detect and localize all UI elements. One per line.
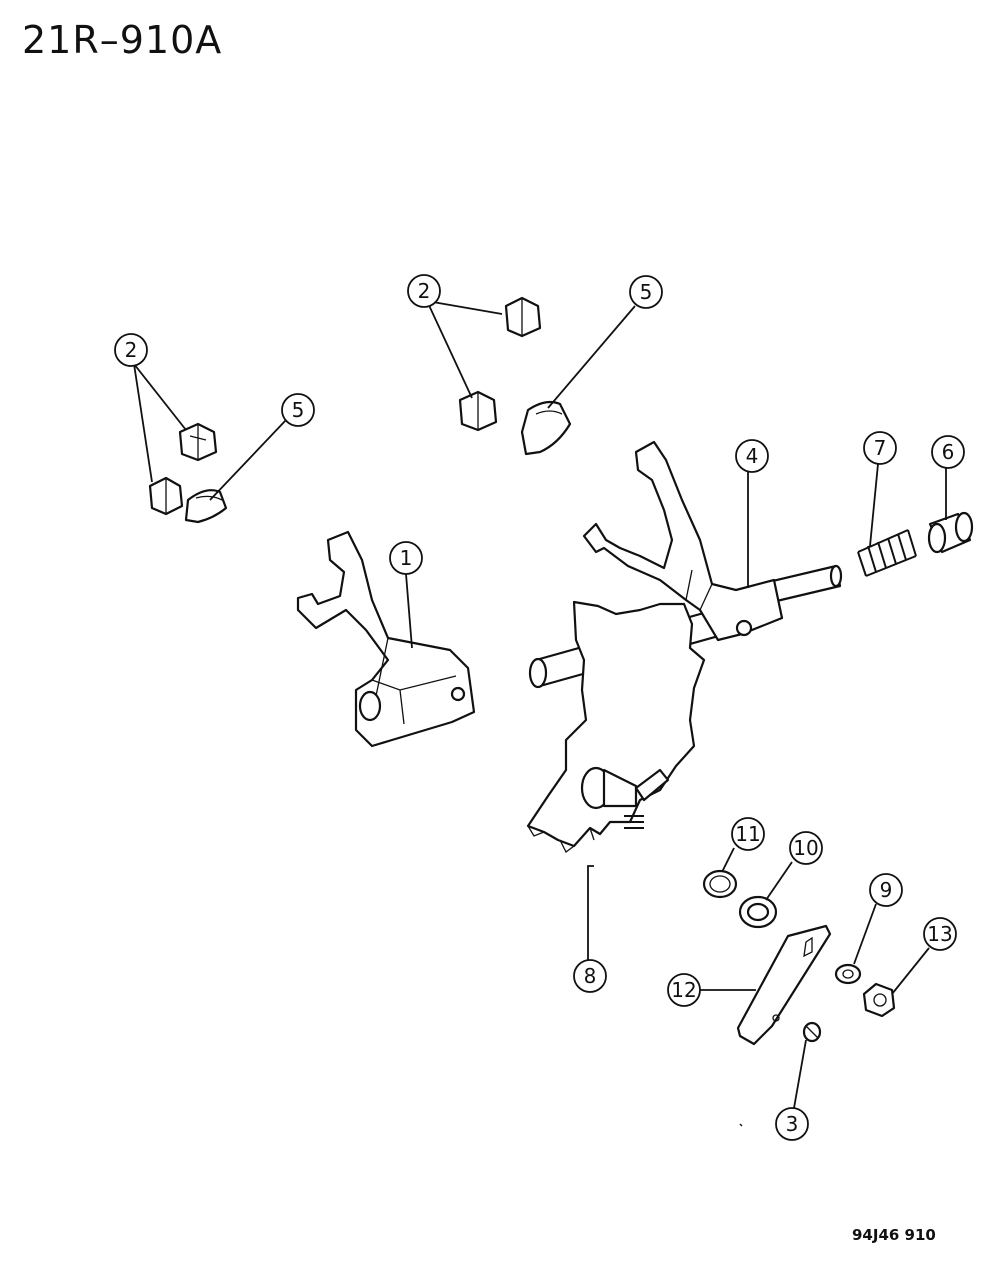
shift-fork-1-part	[296, 530, 476, 748]
callout-5: 5	[281, 393, 315, 427]
lock-washer-part	[834, 963, 862, 985]
svg-text:5: 5	[640, 280, 653, 304]
shift-pad-part	[148, 476, 184, 516]
spring-part	[857, 529, 917, 577]
shift-pad-part	[504, 296, 542, 338]
callout-7: 7	[863, 431, 897, 465]
svg-text:13: 13	[927, 922, 952, 946]
figure-code: 94J46 910	[852, 1226, 936, 1244]
plug-part	[927, 511, 974, 554]
diagram-code: 21R–910A	[22, 18, 223, 62]
callout-8: 8	[573, 959, 607, 993]
shift-lever-plate-part	[526, 600, 706, 853]
callout-10: 10	[789, 831, 823, 865]
svg-text:4: 4	[746, 444, 759, 468]
callout-12: 12	[667, 973, 701, 1007]
callout-13: 13	[923, 917, 957, 951]
svg-text:10: 10	[793, 836, 818, 860]
seal-part	[738, 895, 778, 929]
shift-shoe-part	[520, 400, 572, 456]
bolt-part	[802, 1021, 822, 1043]
callout-3: 3	[775, 1107, 809, 1141]
callout-9: 9	[869, 873, 903, 907]
svg-text:5: 5	[292, 398, 305, 422]
nut-part	[862, 982, 896, 1018]
callout-4: 4	[735, 439, 769, 473]
callout-6: 6	[931, 435, 965, 469]
shift-pad-part	[458, 390, 498, 432]
callout-2: 2	[407, 274, 441, 308]
callout-11: 11	[731, 817, 765, 851]
svg-text:12: 12	[671, 978, 696, 1002]
svg-text:6: 6	[942, 440, 955, 464]
callout-2: 2	[114, 333, 148, 367]
callout-5: 5	[629, 275, 663, 309]
svg-text:7: 7	[874, 436, 887, 460]
shift-lever-part	[736, 924, 832, 1046]
svg-text:2: 2	[125, 338, 138, 362]
washer-part	[702, 869, 738, 899]
svg-text:8: 8	[584, 964, 597, 988]
svg-text:2: 2	[418, 279, 431, 303]
svg-text:1: 1	[400, 546, 413, 570]
shift-pad-part	[178, 422, 218, 462]
svg-text:11: 11	[735, 822, 760, 846]
svg-text:9: 9	[880, 878, 893, 902]
svg-text:3: 3	[786, 1112, 799, 1136]
callout-1: 1	[389, 541, 423, 575]
shift-shoe-part	[184, 489, 228, 524]
